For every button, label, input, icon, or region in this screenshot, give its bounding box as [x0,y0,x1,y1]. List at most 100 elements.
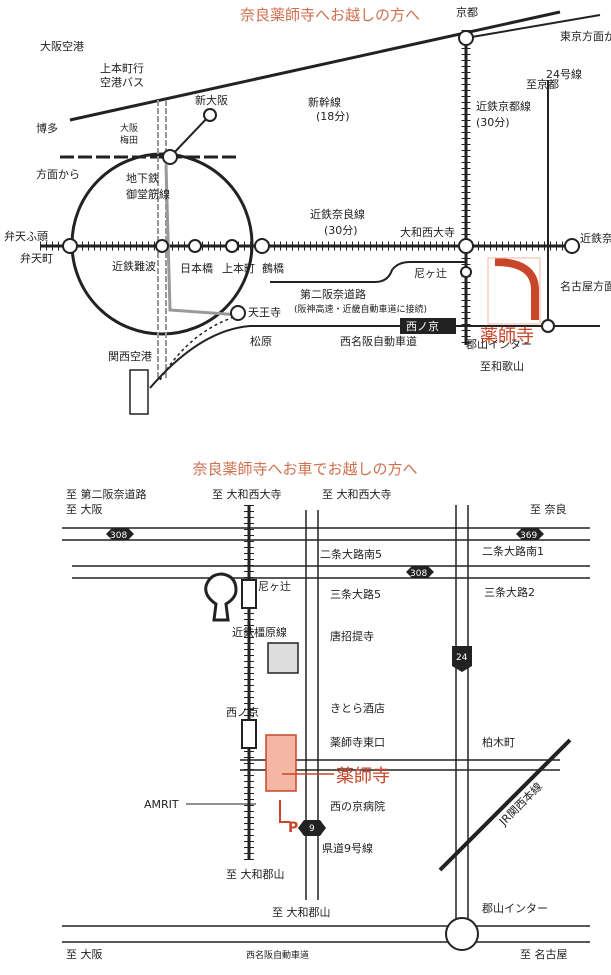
label-to-wakayama: 至和歌山 [480,359,524,373]
label-to-koriyama-b: 至 大和郡山 [272,905,331,919]
car-map-title: 奈良薬師寺へお車でお越しの方へ [192,460,417,478]
label-to-nara: 至 奈良 [530,502,567,516]
label-kamihonmachi-bus-2: 空港バス [100,75,144,89]
parking-sign: P [288,820,298,836]
label-route24: 24号線 [546,67,582,81]
car-access-map: 奈良薬師寺へお車でお越しの方へ 薬師寺 P 308 308 [62,460,590,961]
label-to-osaka: 至 大阪 [66,947,103,961]
label-kashiwagi: 柏木町 [482,735,515,749]
shin-osaka-station [203,108,217,122]
label-yamato-saidaiji: 大和西大寺 [400,225,455,239]
label-amagatsuji: 尼ヶ辻 [414,266,447,280]
label-hakata-2: 方面から [36,167,80,181]
jr-kansai-line [438,738,572,872]
namba-station [155,239,169,253]
keyhole-mound-icon [204,572,238,622]
label-kintetsu-nara: 近鉄奈良 [580,231,611,245]
route-hexagon-icon [516,528,544,540]
label-nishinokyo: 西ノ京 [406,319,439,333]
parking-leader [279,800,290,823]
label-kitora: きとら酒店 [330,701,385,715]
label-koriyama-ic-car: 郡山インター [482,902,548,915]
label-kashihara-line: 近鉄橿原線 [232,625,287,639]
train-access-map: 奈良薬師寺へお越しの方へ [4,5,611,415]
tokyo-line [465,14,601,39]
label-amrit: AMRIT [144,798,179,811]
road-24 [455,505,469,930]
label-to-koriyama-a: 至 大和郡山 [226,867,285,881]
label-sanjo5: 三条大路5 [330,587,381,601]
midosuji-to-tennoji [164,164,241,317]
kintetsu-nara-station [564,238,580,254]
uehonmachi-station [225,239,239,253]
route-308-west: 308 [110,531,127,541]
road-sanjo [72,565,590,579]
train-map-title: 奈良薬師寺へお越しの方へ [240,6,420,24]
label-osaka-umeda-1: 大阪 [120,122,138,134]
label-to-nagoya: 至 名古屋 [520,947,568,961]
nishinokyo-station-box-car [241,719,257,749]
label-osaka-airport: 大阪空港 [40,39,84,53]
label-jr-line: JR関西本線 [496,779,545,828]
saidaiji-station [458,238,474,254]
label-hospital: 西の京病院 [330,799,385,813]
label-yakushiji-car: 薬師寺 [336,766,390,787]
label-nishimeihan: 西名阪自動車道 [340,334,417,348]
shinkansen-branch [169,114,211,158]
label-kyoto-line-2: (30分) [476,116,510,129]
osaka-umeda-station [162,149,178,165]
label-hakata-1: 博多 [36,121,58,135]
label-to-hanna-osaka-1: 至 第二阪奈道路 [66,487,147,501]
route-9-sign: 9 [309,824,315,834]
label-yakushiji-train: 薬師寺 [480,326,534,347]
route-308-east: 308 [410,569,427,579]
route-hexagon-icon [452,646,472,672]
route-24-sign: 24 [456,653,468,663]
label-nishinokyo-car: 西ノ京 [226,705,259,719]
koriyama-ic-circle [445,917,479,951]
kyoto-station [458,30,474,46]
label-kansai-airport: 関西空港 [108,349,152,363]
second-hanna-road [270,261,466,283]
tsuruhashi-station [254,238,270,254]
label-to-kyoto: 至京都 [526,77,559,91]
yakushiji-area [487,257,541,325]
label-tsuruhashi: 鶴橋 [262,261,284,275]
label-bentenfuto: 弁天ふ頭 [4,229,48,243]
label-koriyama-ic: 郡山インター [466,338,532,351]
label-nipponbashi: 日本橋 [180,261,213,275]
route-hexagon-icon [406,566,434,578]
label-kyoto: 京都 [456,5,478,19]
label-kintetsu-nara-line-1: 近鉄奈良線 [310,207,365,221]
label-sanjo2: 三条大路2 [484,585,535,599]
koriyama-ic-node [541,319,555,333]
tennoji-station [230,305,246,321]
route-hexagon-icon [106,528,134,540]
label-second-hanna-2: (阪神高速・近畿自動車道に接続) [294,303,427,315]
amagatsuji-station [460,266,472,278]
label-kamihonmachi-bus-1: 上本町行 [100,61,144,75]
shinkansen-line [69,10,561,122]
label-amagatsuji-car: 尼ヶ辻 [258,579,291,593]
label-midosuji-2: 御堂筋線 [126,187,170,201]
label-osaka-umeda-2: 梅田 [120,134,138,146]
label-second-hanna-1: 第二阪奈道路 [300,287,366,301]
label-uehonmachi: 上本町 [222,261,255,275]
label-nijo-minami5: 二条大路南5 [320,547,382,561]
label-shin-osaka: 新大阪 [195,93,228,107]
kansai-airport-box [129,369,149,415]
amagatsuji-station-box [241,579,257,609]
label-shinkansen-1: 新幹線 [308,95,341,109]
nishimeihan-expressway [149,325,600,389]
bentencho-station [62,238,78,254]
label-toshodaiji: 唐招提寺 [330,629,374,643]
label-kintetsu-nara-line-2: (30分) [324,224,358,237]
toshodaiji-building [267,642,299,674]
label-to-saidaiji-a: 至 大和西大寺 [212,487,282,501]
label-kintetsu-namba: 近鉄難波 [112,259,156,273]
road-saidaiji-south [305,510,319,900]
label-shinkansen-2: (18分) [316,110,350,123]
label-nishimeihan-car: 西名阪自動車道 [246,949,309,961]
label-yakushiji-east: 薬師寺東口 [330,736,385,749]
